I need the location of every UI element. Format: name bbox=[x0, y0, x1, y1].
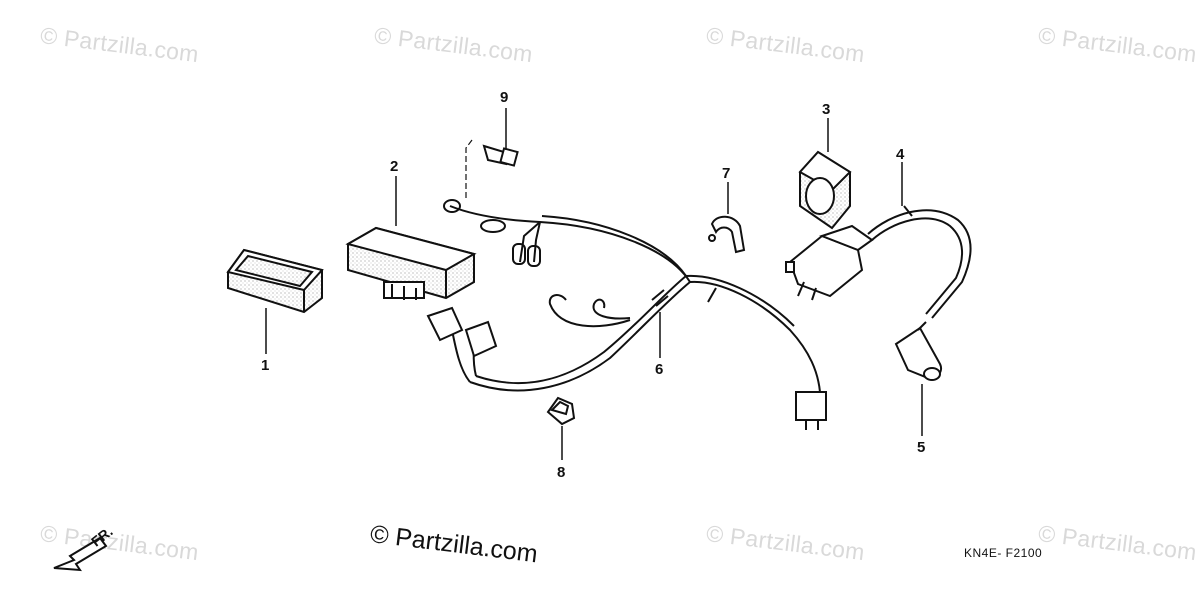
callout-4: 4 bbox=[896, 146, 905, 163]
front-direction-arrow-icon bbox=[53, 536, 108, 572]
callout-2: 2 bbox=[390, 158, 399, 175]
diagram-code: KN4E- F2100 bbox=[964, 546, 1043, 560]
spark-plug-cap-icon bbox=[894, 321, 942, 381]
callout-7: 7 bbox=[722, 165, 731, 182]
wire-harness-icon bbox=[426, 199, 827, 430]
callout-9: 9 bbox=[500, 89, 509, 106]
cdi-unit-icon bbox=[345, 226, 477, 300]
harness-band-icon bbox=[546, 396, 576, 426]
ignition-coil-icon bbox=[785, 205, 972, 319]
callout-6: 6 bbox=[655, 361, 664, 378]
bolt-icon bbox=[482, 144, 519, 167]
callout-5: 5 bbox=[917, 439, 926, 456]
callout-8: 8 bbox=[557, 464, 566, 481]
ignition-coil-holder-icon bbox=[798, 150, 852, 230]
case-icon bbox=[226, 248, 324, 314]
callout-3: 3 bbox=[822, 101, 831, 118]
harness-clamp-icon bbox=[708, 215, 746, 254]
callout-1: 1 bbox=[261, 357, 270, 374]
